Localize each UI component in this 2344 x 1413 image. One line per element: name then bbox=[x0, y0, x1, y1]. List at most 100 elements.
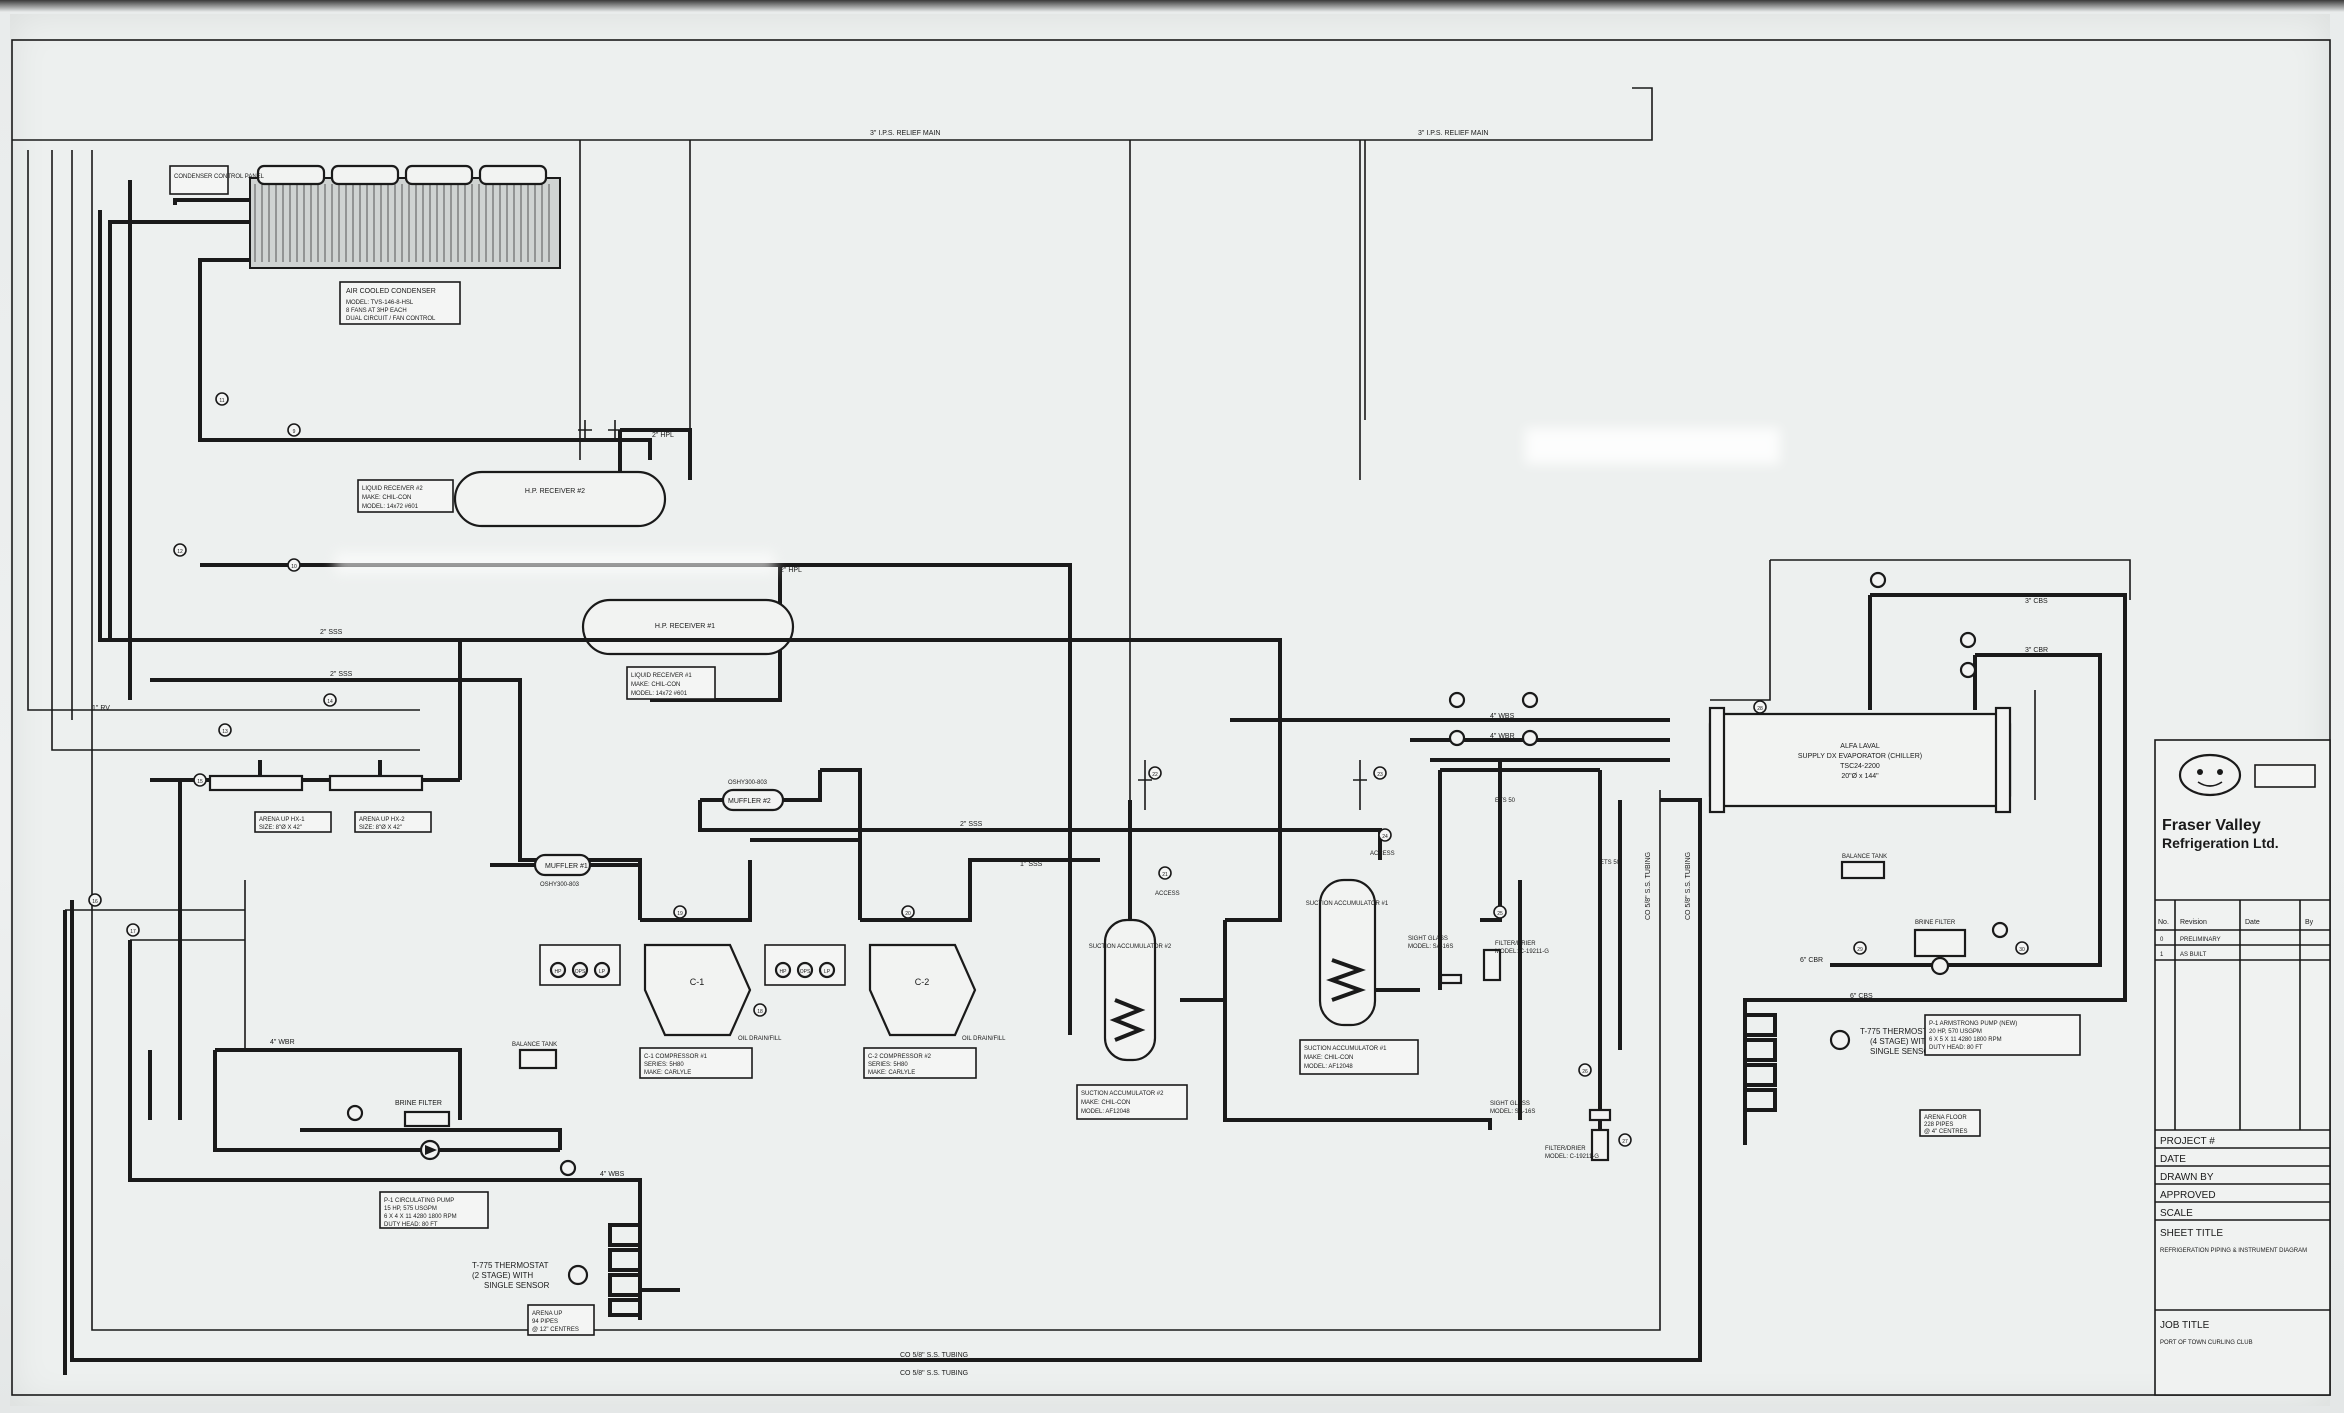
accumulator-1-model: MODEL: AF12048 bbox=[1304, 1064, 1353, 1070]
condenser-note-box bbox=[339, 281, 461, 325]
balance-tank-right bbox=[1840, 860, 1886, 880]
brine-filter-left bbox=[403, 1110, 451, 1128]
arena-right-line2: 228 PIPES bbox=[1924, 1122, 1953, 1128]
c1-drain: OIL DRAIN/FILL bbox=[738, 1036, 782, 1042]
svg-text:15: 15 bbox=[197, 779, 203, 785]
evap-model: TSC24-2200 bbox=[1840, 763, 1880, 770]
job-title: PORT OF TOWN CURLING CLUB bbox=[2160, 1340, 2253, 1346]
accumulator-2-make: MAKE: CHIL-CON bbox=[1081, 1100, 1130, 1106]
svg-text:24: 24 bbox=[1382, 834, 1388, 840]
svg-text:27: 27 bbox=[1622, 1139, 1628, 1145]
compressor-piping bbox=[640, 860, 972, 922]
accumulator-2-model: MODEL: AF12048 bbox=[1081, 1109, 1130, 1115]
receiver-2-tag: H.P. RECEIVER #2 bbox=[525, 488, 585, 495]
svg-text:17: 17 bbox=[130, 929, 136, 935]
sss-label-2: 2" SSS bbox=[330, 671, 353, 678]
filter-drier-1-model: MODEL: C-19211-G bbox=[1495, 949, 1549, 955]
sss-label-6: 4" WBR bbox=[1490, 733, 1515, 740]
svg-text:26: 26 bbox=[1582, 1069, 1588, 1075]
arena-right-line1: ARENA FLOOR bbox=[1924, 1115, 1967, 1121]
wbs-label: 4" WBS bbox=[600, 1171, 625, 1178]
relief-valves bbox=[578, 420, 1367, 810]
brine-filter-right-label: BRINE FILTER bbox=[1915, 920, 1956, 926]
tubing-vert-2: CO 5/8" S.S. TUBING bbox=[1685, 852, 1692, 920]
svg-text:11: 11 bbox=[219, 398, 224, 404]
brine-filter-right bbox=[1913, 928, 1967, 958]
thermostat-left-line2: (2 STAGE) WITH bbox=[472, 1271, 533, 1280]
glare-reflection-1 bbox=[1525, 428, 1780, 464]
filter-drier-2-title: FILTER/DRIER bbox=[1545, 1146, 1586, 1152]
thermostat-left-line3: SINGLE SENSOR bbox=[484, 1281, 550, 1290]
accumulator-2-title: SUCTION ACCUMULATOR #2 bbox=[1081, 1091, 1164, 1097]
header-hx-1 bbox=[208, 774, 304, 792]
thermostat-left-icon bbox=[567, 1264, 589, 1286]
tubing-label-1: CO 5/8" S.S. TUBING bbox=[900, 1352, 968, 1359]
relief-main-label-1: 3" I.P.S. RELIEF MAIN bbox=[870, 130, 940, 137]
company-name-1: Fraser Valley bbox=[2162, 817, 2261, 834]
gauge-hp-2: HP bbox=[780, 969, 788, 975]
receiver-2-title: LIQUID RECEIVER #2 bbox=[362, 486, 423, 492]
receiver-1-tag: H.P. RECEIVER #1 bbox=[655, 623, 715, 630]
condenser-line1: MODEL: TVS-146-8-HSL bbox=[346, 300, 414, 306]
header-piping bbox=[150, 760, 460, 1120]
balance-tank-left-label: BALANCE TANK bbox=[512, 1042, 557, 1048]
header-2-note bbox=[354, 811, 432, 833]
pump-note bbox=[379, 1191, 489, 1229]
relief-main-pipe bbox=[12, 87, 1653, 141]
filter-drier-2 bbox=[1590, 1128, 1610, 1162]
instrument-bubbles bbox=[346, 571, 2009, 1177]
rev-col-no: No. bbox=[2158, 919, 2169, 926]
compressor-c1 bbox=[643, 943, 752, 1037]
pump-note-right-4: DUTY HEAD: 80 FT bbox=[1929, 1045, 1983, 1051]
c1-note bbox=[639, 1047, 753, 1079]
pump-arrow-icon bbox=[425, 1145, 437, 1155]
accumulator-2-note bbox=[1076, 1084, 1188, 1120]
pump-note-right-3: 6 X 5 X 11 4280 1800 RPM bbox=[1929, 1037, 2002, 1043]
svg-text:14: 14 bbox=[327, 699, 333, 705]
c2-series: SERIES: 5H80 bbox=[868, 1062, 908, 1068]
evaporator-head-left bbox=[1708, 706, 1726, 814]
thermostat-right-icon bbox=[1829, 1029, 1851, 1051]
sss-label-4: 1" SSS bbox=[1020, 861, 1043, 868]
sheet-border bbox=[11, 39, 2331, 1396]
c1-title: C-1 COMPRESSOR #1 bbox=[644, 1054, 708, 1060]
svg-text:25: 25 bbox=[1497, 911, 1503, 917]
gauge-panel-1: HP OPS LP bbox=[539, 944, 621, 986]
muffler-2 bbox=[721, 788, 785, 812]
pump-line3: DUTY HEAD: 80 FT bbox=[384, 1222, 438, 1228]
c2-tag: C-2 bbox=[915, 977, 930, 987]
company-logo-icon bbox=[2178, 753, 2242, 797]
field-approved: APPROVED bbox=[2160, 1190, 2216, 1201]
cbr-label-2: 6" CBR bbox=[1800, 957, 1823, 964]
evap-size: 20"Ø x 144" bbox=[1841, 773, 1879, 780]
gauge-hp-1: HP bbox=[555, 969, 563, 975]
condenser-title: AIR COOLED CONDENSER bbox=[346, 288, 436, 295]
access-label-2: ACCESS bbox=[1370, 851, 1395, 857]
balance-tank-right-label: BALANCE TANK bbox=[1842, 854, 1887, 860]
receiver-1-make: MAKE: CHIL-CON bbox=[631, 682, 680, 688]
suction-accumulator-2 bbox=[1103, 918, 1157, 1062]
evap-title: SUPPLY DX EVAPORATOR (CHILLER) bbox=[1798, 753, 1922, 760]
gauge-lp-2: LP bbox=[824, 969, 831, 975]
tubing-label-2: CO 5/8" S.S. TUBING bbox=[900, 1370, 968, 1377]
svg-text:29: 29 bbox=[1857, 947, 1863, 953]
arena-coils-right bbox=[1743, 1010, 1777, 1145]
c2-note bbox=[863, 1047, 977, 1079]
receiver-2-make: MAKE: CHIL-CON bbox=[362, 495, 411, 501]
accumulator-1-make: MAKE: CHIL-CON bbox=[1304, 1055, 1353, 1061]
pump-right-icon bbox=[1930, 956, 1950, 976]
sss-label-5: 4" WBS bbox=[1490, 713, 1515, 720]
rev-0-text: PRELIMINARY bbox=[2180, 937, 2221, 943]
hpl-label-1: 2" HPL bbox=[780, 567, 802, 574]
accumulator-1-note bbox=[1299, 1039, 1419, 1075]
svg-text:10: 10 bbox=[291, 564, 297, 570]
thermostat-right-line1: T-775 THERMOSTAT bbox=[1860, 1027, 1937, 1036]
left-risers bbox=[27, 150, 1661, 1331]
accumulator-1-title: SUCTION ACCUMULATOR #1 bbox=[1304, 1046, 1387, 1052]
cbs-label-1: 3" CBS bbox=[2025, 598, 2048, 605]
thermostat-left-line1: T-775 THERMOSTAT bbox=[472, 1261, 549, 1270]
field-project: PROJECT # bbox=[2160, 1136, 2215, 1147]
sight-glass-1-title: SIGHT GLASS bbox=[1408, 936, 1448, 942]
accumulator-1-tag: SUCTION ACCUMULATOR #1 bbox=[1306, 901, 1389, 907]
